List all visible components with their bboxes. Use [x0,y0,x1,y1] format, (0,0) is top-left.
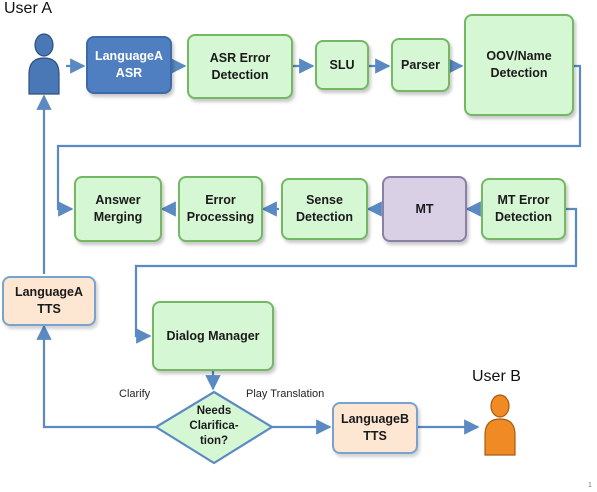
sense-detection-box: Sense Detection [281,178,368,240]
slu-box: SLU [315,40,369,90]
page-number: 1 [588,482,592,489]
clarify-label: Clarify [119,388,151,400]
parser-box: Parser [391,38,450,92]
dialog-manager-box: Dialog Manager [152,301,274,371]
decision-diamond [153,390,275,465]
arrow-decision-to-tts-a [36,324,156,429]
user-b-icon [484,394,516,456]
answer-merging-box: Answer Merging [74,176,162,242]
user-a-icon [28,33,60,95]
play-translation-label: Play Translation [246,388,325,400]
user-a-label: User A [4,0,53,17]
user-b-label: User B [472,368,521,385]
language-b-tts-box: LanguageB TTS [332,402,418,454]
needs-clarification-label: Needs Clarifica- tion? [189,405,239,447]
arrow-mt-error-to-dialog-manager [134,207,578,344]
error-processing-box: Error Processing [178,176,263,242]
oov-name-detection-box: OOV/Name Detection [464,14,574,116]
language-a-asr-box: LanguageA ASR [86,36,172,94]
mt-box: MT [382,176,467,242]
asr-error-detection-box: ASR Error Detection [187,34,293,99]
language-a-tts-box: LanguageA TTS [2,276,96,326]
arrow-oov-to-answer-merging [56,64,582,217]
mt-error-detection-box: MT Error Detection [481,178,566,240]
